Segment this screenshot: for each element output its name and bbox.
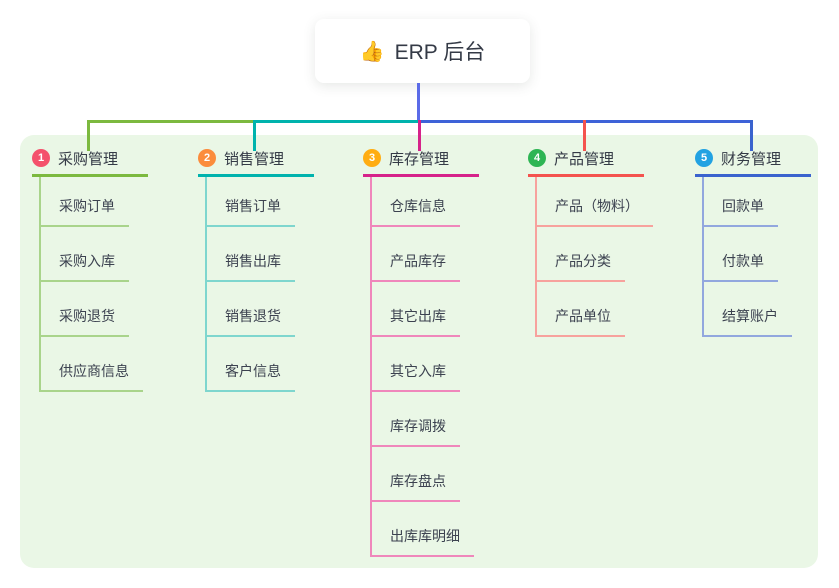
child-node[interactable]: 结算账户: [704, 282, 792, 337]
branch-column: 5 财务管理回款单付款单结算账户: [695, 147, 811, 337]
branch-label: 财务管理: [721, 150, 782, 168]
branch-header[interactable]: 1 采购管理: [32, 147, 148, 177]
root-title: ERP 后台: [394, 41, 486, 64]
branch-children: 回款单付款单结算账户: [702, 177, 811, 337]
child-node[interactable]: 产品库存: [372, 227, 460, 282]
child-node[interactable]: 其它出库: [372, 282, 460, 337]
branch-label: 采购管理: [58, 150, 119, 168]
child-node[interactable]: 其它入库: [372, 337, 460, 392]
branch-header[interactable]: 2 销售管理: [198, 147, 314, 177]
thumbs-up-icon: 👍: [359, 40, 385, 63]
child-node[interactable]: 采购订单: [41, 177, 129, 227]
child-node[interactable]: 产品分类: [537, 227, 625, 282]
root-connector-line: [417, 83, 420, 123]
branch-drop-line: [583, 120, 586, 151]
branch-header[interactable]: 5 财务管理: [695, 147, 811, 177]
branch-children: 销售订单销售出库销售退货客户信息: [205, 177, 314, 392]
branch-drop-line: [418, 120, 421, 151]
branch-children: 产品（物料）产品分类产品单位: [535, 177, 653, 337]
child-node[interactable]: 销售退货: [207, 282, 295, 337]
child-node[interactable]: 回款单: [704, 177, 778, 227]
child-node[interactable]: 库存调拨: [372, 392, 460, 447]
bus-segment-left-2: [253, 120, 421, 123]
child-node[interactable]: 仓库信息: [372, 177, 460, 227]
bus-segment-left-1: [87, 120, 253, 123]
branch-label: 销售管理: [224, 150, 285, 168]
child-node[interactable]: 销售出库: [207, 227, 295, 282]
branch-number-badge: 1: [32, 149, 50, 167]
branch-number-badge: 2: [198, 149, 216, 167]
branches-panel: [20, 135, 818, 568]
root-node[interactable]: 👍 ERP 后台: [315, 19, 530, 83]
branch-children: 采购订单采购入库采购退货供应商信息: [39, 177, 148, 392]
branch-drop-line: [253, 120, 256, 151]
child-node[interactable]: 产品单位: [537, 282, 625, 337]
child-node[interactable]: 供应商信息: [41, 337, 143, 392]
child-node[interactable]: 客户信息: [207, 337, 295, 392]
branch-number-badge: 4: [528, 149, 546, 167]
child-node[interactable]: 付款单: [704, 227, 778, 282]
branch-column: 4 产品管理产品（物料）产品分类产品单位: [528, 147, 653, 337]
child-node[interactable]: 出库库明细: [372, 502, 474, 557]
branch-number-badge: 3: [363, 149, 381, 167]
child-node[interactable]: 采购退货: [41, 282, 129, 337]
branch-column: 3 库存管理仓库信息产品库存其它出库其它入库库存调拨库存盘点出库库明细: [363, 147, 479, 557]
branch-drop-line: [750, 120, 753, 151]
child-node[interactable]: 销售订单: [207, 177, 295, 227]
child-node[interactable]: 产品（物料）: [537, 177, 653, 227]
branch-label: 产品管理: [554, 150, 615, 168]
branch-column: 2 销售管理销售订单销售出库销售退货客户信息: [198, 147, 314, 392]
child-node[interactable]: 采购入库: [41, 227, 129, 282]
branch-column: 1 采购管理采购订单采购入库采购退货供应商信息: [32, 147, 148, 392]
branch-number-badge: 5: [695, 149, 713, 167]
branch-children: 仓库信息产品库存其它出库其它入库库存调拨库存盘点出库库明细: [370, 177, 479, 557]
branch-header[interactable]: 4 产品管理: [528, 147, 644, 177]
branch-drop-line: [87, 120, 90, 151]
child-node[interactable]: 库存盘点: [372, 447, 460, 502]
branch-label: 库存管理: [389, 150, 450, 168]
branch-header[interactable]: 3 库存管理: [363, 147, 479, 177]
